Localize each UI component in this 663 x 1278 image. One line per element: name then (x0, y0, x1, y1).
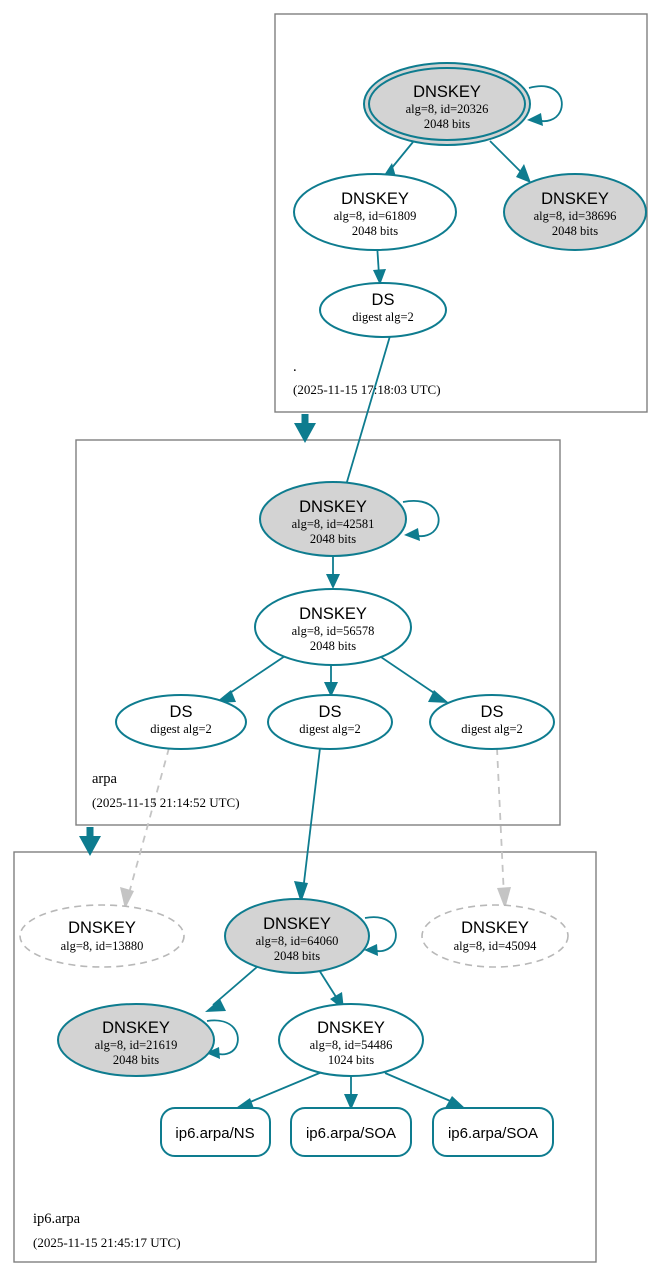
edge-arpa-zsk-to-ds-right (377, 654, 441, 698)
node-alg-id: alg=8, id=54486 (310, 1038, 393, 1052)
zone-timestamp-arpa: (2025-11-15 21:14:52 UTC) (92, 795, 240, 810)
zone-label-ip6arpa: ip6.arpa (33, 1211, 81, 1227)
node-ip6-ghost-key-13880[interactable]: DNSKEY alg=8, id=13880 (19, 904, 185, 968)
edge-zsk-to-rrset-ns (242, 1071, 323, 1106)
node-alg-id: alg=8, id=20326 (406, 102, 489, 116)
arrowhead-delegation-root-to-arpa (294, 423, 316, 443)
arrowhead-arpa-zsk-to-ds-mid (324, 682, 338, 697)
node-alg-id: alg=8, id=42581 (292, 517, 375, 531)
node-alg-id: alg=8, id=45094 (454, 939, 538, 953)
node-title: DS (319, 703, 342, 721)
node-arpa-ds-mid[interactable]: DS digest alg=2 (267, 694, 393, 750)
node-title: DS (170, 703, 193, 721)
edge-selfsign-ip6-21619 (206, 1019, 239, 1056)
node-rrset-ip6arpa-ns[interactable]: ip6.arpa/NS (160, 1107, 271, 1157)
arrowhead-ds-mid-to-ip6-ksk (294, 881, 308, 903)
node-root-ds-arpa[interactable]: DS digest alg=2 (319, 282, 447, 338)
zone-timestamp-root: (2025-11-15 17:18:03 UTC) (293, 382, 441, 397)
node-bits: 2048 bits (552, 224, 598, 238)
arrowhead-root-ksk-to-38696 (516, 164, 531, 183)
node-title: DNSKEY (102, 1019, 170, 1037)
node-title: DS (481, 703, 504, 721)
node-ip6-ksk-64060[interactable]: DNSKEY alg=8, id=64060 2048 bits (224, 898, 370, 974)
node-rrset-ip6arpa-soa-2[interactable]: ip6.arpa/SOA (432, 1107, 554, 1157)
node-bits: 2048 bits (274, 949, 320, 963)
arrowhead-ds-left-to-ghost-13880 (120, 887, 134, 909)
node-bits: 2048 bits (113, 1053, 159, 1067)
edge-root-ksk-to-38696 (489, 140, 525, 176)
node-digest: digest alg=2 (352, 310, 414, 324)
arrowhead-delegation-arpa-to-ip6arpa (79, 836, 101, 856)
edge-arpa-zsk-to-ds-left (223, 653, 289, 698)
node-alg-id: alg=8, id=38696 (534, 209, 617, 223)
node-digest: digest alg=2 (150, 722, 212, 736)
arrowhead-arpa-ksk-to-zsk (326, 574, 340, 589)
edge-root-ds-to-arpa-ksk (343, 335, 391, 493)
arrowhead-root-zsk-to-ds (373, 269, 386, 285)
node-alg-id: alg=8, id=13880 (61, 939, 144, 953)
arrowhead-ds-right-to-ghost-45094 (497, 887, 511, 909)
node-title: DNSKEY (263, 915, 331, 933)
arrowhead-selfsign-root-ksk (527, 113, 543, 126)
node-digest: digest alg=2 (299, 722, 361, 736)
zone-label-root: . (293, 359, 297, 375)
node-alg-id: alg=8, id=21619 (95, 1038, 178, 1052)
arrowhead-zsk-to-rrset-soa-2 (445, 1096, 466, 1109)
arrowhead-ip6-ksk-to-21619 (205, 999, 226, 1012)
node-ip6-zsk-54486[interactable]: DNSKEY alg=8, id=54486 1024 bits (278, 1003, 424, 1077)
node-bits: 2048 bits (310, 639, 356, 653)
node-alg-id: alg=8, id=64060 (256, 934, 339, 948)
node-title: DNSKEY (68, 919, 136, 937)
node-title: DNSKEY (413, 83, 481, 101)
edge-ip6-ksk-to-54486 (318, 969, 339, 1001)
node-title: DS (372, 291, 395, 309)
node-title: DNSKEY (541, 190, 609, 208)
node-title: DNSKEY (317, 1019, 385, 1037)
node-ip6-key-21619[interactable]: DNSKEY alg=8, id=21619 2048 bits (57, 1003, 215, 1077)
node-title: DNSKEY (299, 498, 367, 516)
edge-zsk-to-rrset-soa-2 (384, 1072, 456, 1104)
zone-timestamp-ip6arpa: (2025-11-15 21:45:17 UTC) (33, 1235, 181, 1250)
node-digest: digest alg=2 (461, 722, 523, 736)
node-arpa-zsk-56578[interactable]: DNSKEY alg=8, id=56578 2048 bits (254, 588, 412, 666)
rrset-label: ip6.arpa/NS (175, 1125, 254, 1142)
edge-selfsign-root-ksk (528, 85, 563, 123)
edge-ds-mid-to-ip6-ksk (302, 747, 321, 892)
edge-selfsign-arpa-ksk (402, 499, 440, 538)
node-root-ksk-20326[interactable]: DNSKEY alg=8, id=20326 2048 bits (363, 62, 531, 146)
arrowhead-selfsign-ip6-21619 (206, 1047, 220, 1059)
node-bits: 2048 bits (352, 224, 398, 238)
node-bits: 2048 bits (310, 532, 356, 546)
node-arpa-ksk-42581[interactable]: DNSKEY alg=8, id=42581 2048 bits (259, 481, 407, 557)
arrowhead-zsk-to-rrset-soa-1 (344, 1094, 358, 1110)
arrowhead-arpa-zsk-to-ds-right (428, 690, 449, 703)
rrset-label: ip6.arpa/SOA (306, 1125, 396, 1142)
arrowhead-selfsign-ip6-ksk (364, 944, 378, 956)
node-ip6-ghost-key-45094[interactable]: DNSKEY alg=8, id=45094 (421, 904, 569, 968)
node-arpa-ds-left[interactable]: DS digest alg=2 (115, 694, 247, 750)
edge-ip6-ksk-to-21619 (212, 966, 258, 1006)
node-rrset-ip6arpa-soa-1[interactable]: ip6.arpa/SOA (290, 1107, 412, 1157)
node-title: DNSKEY (461, 919, 529, 937)
node-alg-id: alg=8, id=61809 (334, 209, 417, 223)
edge-selfsign-ip6-ksk (364, 916, 397, 953)
zone-label-arpa: arpa (92, 771, 118, 787)
node-title: DNSKEY (341, 190, 409, 208)
arrowhead-selfsign-arpa-ksk (404, 528, 420, 541)
node-title: DNSKEY (299, 605, 367, 623)
node-bits: 2048 bits (424, 117, 470, 131)
node-root-key-38696[interactable]: DNSKEY alg=8, id=38696 2048 bits (503, 173, 647, 251)
rrset-label: ip6.arpa/SOA (448, 1125, 538, 1142)
node-bits: 1024 bits (328, 1053, 374, 1067)
node-root-zsk-61809[interactable]: DNSKEY alg=8, id=61809 2048 bits (293, 173, 457, 251)
node-arpa-ds-right[interactable]: DS digest alg=2 (429, 694, 555, 750)
node-alg-id: alg=8, id=56578 (292, 624, 375, 638)
